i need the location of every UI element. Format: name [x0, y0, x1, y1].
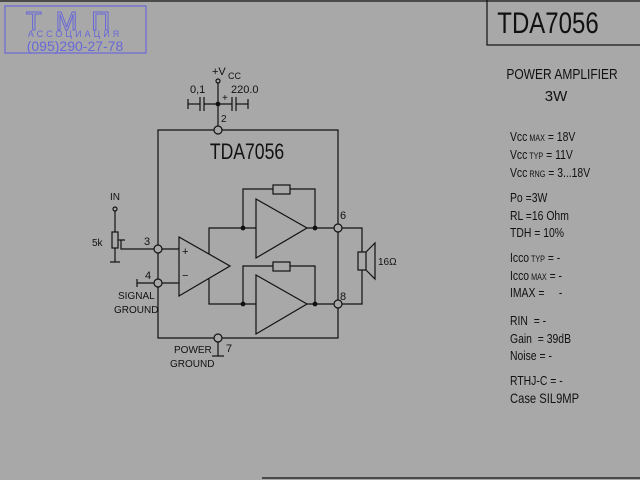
pin-4-label: 4	[145, 270, 151, 282]
potentiometer	[111, 231, 119, 249]
power-ground-label-1: POWER	[174, 345, 212, 356]
logo-line1: АССОЦИАЦИЯ	[28, 29, 122, 39]
output-amp-lower	[255, 273, 309, 336]
pin-2	[213, 125, 223, 135]
output-amp-upper	[255, 197, 309, 260]
spec-imax: IMAX = -	[510, 285, 563, 300]
pin-7	[213, 333, 223, 343]
spec-noise: Noise = -	[510, 348, 552, 363]
pin-3-label: 3	[144, 236, 150, 248]
pin-8-label: 8	[340, 291, 346, 303]
pin-4	[153, 278, 163, 288]
opamp-plus: +	[182, 246, 188, 258]
logo-phone: (095)290-27-78	[27, 38, 124, 54]
chip-outline	[157, 129, 339, 339]
vcc-sub: CC	[228, 71, 241, 81]
spec-tdh: TDH = 10%	[510, 225, 565, 240]
pot-label: 5k	[92, 238, 104, 249]
spec-case: Case SIL9MP	[510, 390, 580, 406]
spec-gain: Gain = 39dB	[510, 331, 572, 346]
pin-2-label: 2	[221, 114, 227, 125]
feedback-resistor-upper	[272, 184, 291, 195]
logo-title: ТМП	[26, 6, 124, 36]
spec-rin: RIN = -	[510, 313, 547, 328]
pin-3	[153, 244, 163, 254]
pin-6	[333, 223, 343, 233]
logo: ТМП АССОЦИАЦИЯ (095)290-27-78	[4, 5, 147, 54]
spec-po: Po =3W	[510, 190, 548, 205]
speaker-icon	[357, 251, 367, 271]
pin-7-label: 7	[226, 343, 232, 355]
supply-section: +V CC 0,1 220.0 + 2	[187, 66, 259, 126]
power-rating: 3W	[545, 88, 568, 105]
power-ground-label-2: GROUND	[170, 359, 214, 370]
spec-vcc-typ: Vcc TYP = 11V	[510, 147, 573, 162]
spec-vcc-max: Vcc MAX = 18V	[510, 129, 576, 144]
vcc-terminal	[215, 78, 221, 84]
cap-plus: +	[222, 93, 228, 104]
speaker-label: 16Ω	[378, 257, 397, 268]
vcc-label: +V	[212, 66, 226, 78]
in-terminal	[112, 206, 118, 212]
pin-6-label: 6	[340, 210, 346, 222]
cap2-label: 220.0	[231, 84, 259, 96]
spec-rl: RL =16 Ohm	[510, 208, 569, 223]
spec-rthj: RTHJ-C = -	[510, 373, 563, 388]
spec-icco-typ: Icco TYP = -	[510, 250, 561, 265]
signal-ground-label-2: GROUND	[114, 305, 158, 316]
input-opamp	[178, 235, 232, 298]
chip-label: TDA7056	[210, 140, 284, 164]
title-box	[486, 0, 640, 46]
feedback-resistor-lower	[272, 261, 291, 272]
spec-icco-max: Icco MAX = -	[510, 268, 563, 283]
signal-ground-label-1: SIGNAL	[118, 291, 155, 302]
chip-title: TDA7056	[497, 5, 598, 39]
subtitle: POWER AMPLIFIER	[506, 66, 617, 83]
opamp-minus: −	[182, 270, 188, 282]
cap1-label: 0,1	[190, 84, 205, 96]
in-label: IN	[110, 192, 120, 203]
spec-vcc-rng: Vcc RNG = 3...18V	[510, 165, 591, 180]
